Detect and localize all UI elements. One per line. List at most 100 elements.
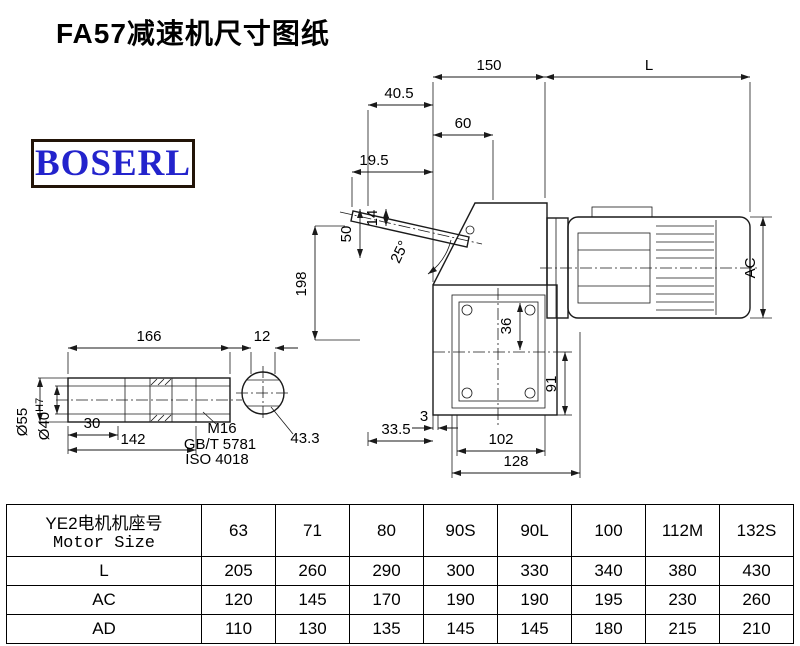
dim-diameter-40H7: Ø40H7 (34, 385, 68, 440)
dim-L: L (545, 57, 751, 212)
dim-AC-label: AC (742, 257, 759, 278)
dim-AC: AC (742, 216, 772, 319)
dim-14: 14 (364, 209, 389, 227)
dim-diameter-55-label: Ø55 (14, 408, 31, 436)
thread-size-label: M16 (207, 420, 236, 437)
column-header-90S: 90S (423, 504, 498, 557)
table-cell: 190 (423, 585, 498, 615)
dim-60-label: 60 (455, 115, 472, 132)
column-header-100: 100 (571, 504, 646, 557)
boserl-logo: BOSERL (31, 139, 195, 188)
dim-36: 36 (498, 303, 523, 350)
column-header-71: 71 (275, 504, 350, 557)
table-header-row: YE2电机机座号 Motor Size 63 71 80 90S 90L 100… (6, 504, 794, 557)
thread-standard-iso-label: ISO 4018 (185, 451, 248, 468)
table-cell: 120 (201, 585, 276, 615)
dim-angle-25-label: 25° (387, 238, 412, 266)
table-cell: 260 (275, 556, 350, 586)
table-cell: 330 (497, 556, 572, 586)
table-cell: 180 (571, 614, 646, 644)
dim-142: 142 (68, 426, 197, 454)
dim-19-5-label: 19.5 (359, 152, 388, 169)
dim-diameter-40H7-label: Ø40H7 (34, 398, 53, 440)
table-cell: 135 (349, 614, 424, 644)
motor-outline (540, 206, 760, 319)
dim-60: 60 (433, 115, 494, 200)
table-cell: 130 (275, 614, 350, 644)
dim-diameter-55: Ø55 (14, 377, 68, 436)
logo-text: BOSERL (34, 143, 192, 184)
dim-198-label: 198 (293, 271, 310, 296)
dim-14-label: 14 (364, 210, 381, 227)
note-thread: M16 GB/T 5781 ISO 4018 (184, 411, 256, 468)
thread-standard-gb-label: GB/T 5781 (184, 436, 256, 453)
dim-43-3-label: 43.3 (290, 430, 319, 447)
motor-size-header-en: Motor Size (52, 533, 156, 553)
column-header-90L: 90L (497, 504, 572, 557)
dim-128: 128 (451, 332, 581, 478)
dim-12: 12 (228, 328, 298, 374)
dim-12-label: 12 (254, 328, 271, 345)
dim-150-label: 150 (476, 57, 501, 74)
dimension-table: YE2电机机座号 Motor Size 63 71 80 90S 90L 100… (6, 504, 794, 644)
column-header-63: 63 (201, 504, 276, 557)
table-cell: 380 (645, 556, 720, 586)
table-cell: 290 (349, 556, 424, 586)
table-cell: 170 (349, 585, 424, 615)
dim-91: 91 (543, 351, 572, 416)
row-label-L: L (6, 556, 202, 586)
motor-size-header-cn: YE2电机机座号 (45, 513, 163, 533)
table-row-AD: AD 110 130 135 145 145 180 215 210 (6, 614, 794, 644)
technical-drawing: 150 L 40.5 60 19.5 14 50 (14, 57, 772, 478)
dim-33-5: 33.5 (367, 421, 433, 446)
dim-19-5: 19.5 (351, 152, 433, 207)
dim-102: 102 (456, 415, 546, 456)
dim-150: 150 (432, 57, 546, 282)
dim-30: 30 (67, 415, 119, 454)
column-header-112M: 112M (645, 504, 720, 557)
table-cell: 300 (423, 556, 498, 586)
page-title: FA57减速机尺寸图纸 (56, 18, 330, 49)
dim-3: 3 (412, 408, 458, 431)
dim-91-label: 91 (543, 376, 560, 393)
input-shaft-outline (339, 210, 483, 248)
gearbox-outline (432, 202, 558, 430)
table-cell: 340 (571, 556, 646, 586)
dim-33-5-label: 33.5 (381, 421, 410, 438)
shaft-section-view (56, 377, 242, 423)
dim-3-label: 3 (420, 408, 428, 425)
dim-40-5-label: 40.5 (384, 85, 413, 102)
dim-128-label: 128 (503, 453, 528, 470)
dim-166-label: 166 (136, 328, 161, 345)
dim-166: 166 (67, 328, 231, 374)
table-row-AC: AC 120 145 170 190 190 195 230 260 (6, 585, 794, 615)
table-cell: 215 (645, 614, 720, 644)
dim-142-label: 142 (120, 431, 145, 448)
dim-102-label: 102 (488, 431, 513, 448)
row-label-AD: AD (6, 614, 202, 644)
dim-30-label: 30 (84, 415, 101, 432)
table-cell: 230 (645, 585, 720, 615)
shaft-end-view (236, 366, 290, 420)
table-cell: 205 (201, 556, 276, 586)
dim-43-3: 43.3 (270, 406, 320, 447)
dim-L-label: L (645, 57, 653, 74)
table-cell: 145 (275, 585, 350, 615)
table-cell: 190 (497, 585, 572, 615)
table-cell: 145 (423, 614, 498, 644)
column-header-80: 80 (349, 504, 424, 557)
dim-40-5: 40.5 (367, 85, 433, 206)
table-cell: 430 (719, 556, 794, 586)
table-cell: 210 (719, 614, 794, 644)
motor-size-header: YE2电机机座号 Motor Size (6, 504, 202, 557)
dim-36-label: 36 (498, 318, 515, 335)
table-cell: 145 (497, 614, 572, 644)
table-cell: 260 (719, 585, 794, 615)
dim-50-label: 50 (338, 226, 355, 243)
dim-50: 50 (338, 209, 363, 258)
column-header-132S: 132S (719, 504, 794, 557)
table-cell: 110 (201, 614, 276, 644)
table-cell: 195 (571, 585, 646, 615)
dim-198: 198 (293, 225, 360, 341)
